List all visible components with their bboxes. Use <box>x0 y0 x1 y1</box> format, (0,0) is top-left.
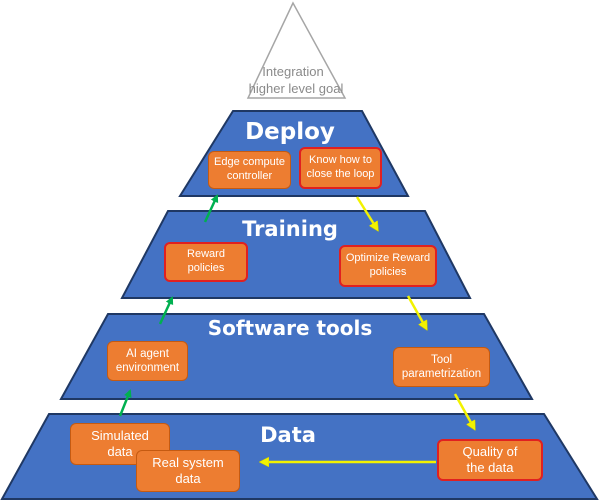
reward-policies-label: Reward policies <box>187 248 225 274</box>
optimize-reward-box: Optimize Reward policies <box>339 245 437 287</box>
real-system-data-label: Real system data <box>152 454 224 486</box>
quality-of-data-box: Quality of the data <box>437 439 543 481</box>
reward-policies-box: Reward policies <box>164 242 248 282</box>
tool-parametrization-box: Tool parametrization <box>393 347 490 387</box>
deploy-title: Deploy <box>245 119 335 145</box>
quality-of-data-label: Quality of the data <box>462 443 518 475</box>
training-title: Training <box>242 217 338 241</box>
software-tools-title: Software tools <box>208 316 373 340</box>
arrow-simulated-to-ai <box>118 389 132 417</box>
apex-label-line1: Integration <box>262 64 323 79</box>
arrow-optimize-to-tool <box>406 295 426 328</box>
apex-label-line2: higher level goal <box>249 81 344 96</box>
real-system-data-box: Real system data <box>136 450 240 492</box>
edge-compute-label: Edge compute controller <box>214 156 285 182</box>
arrow-close-loop-to-optimize <box>355 196 377 229</box>
data-title: Data <box>260 423 316 447</box>
arrow-ai-to-reward <box>158 296 174 325</box>
ai-agent-box: AI agent environment <box>107 341 188 381</box>
edge-compute-box: Edge compute controller <box>208 151 291 189</box>
arrow-tool-to-quality <box>453 393 474 428</box>
optimize-reward-label: Optimize Reward policies <box>345 252 431 278</box>
arrow-reward-to-edge <box>203 194 219 223</box>
ai-agent-label: AI agent environment <box>115 347 180 374</box>
close-loop-box: Know how to close the loop <box>299 147 382 189</box>
tool-parametrization-label: Tool parametrization <box>401 353 482 380</box>
apex-triangle <box>246 1 347 99</box>
simulated-data-label: Simulated data <box>91 428 149 460</box>
close-loop-label: Know how to close the loop <box>306 154 375 180</box>
